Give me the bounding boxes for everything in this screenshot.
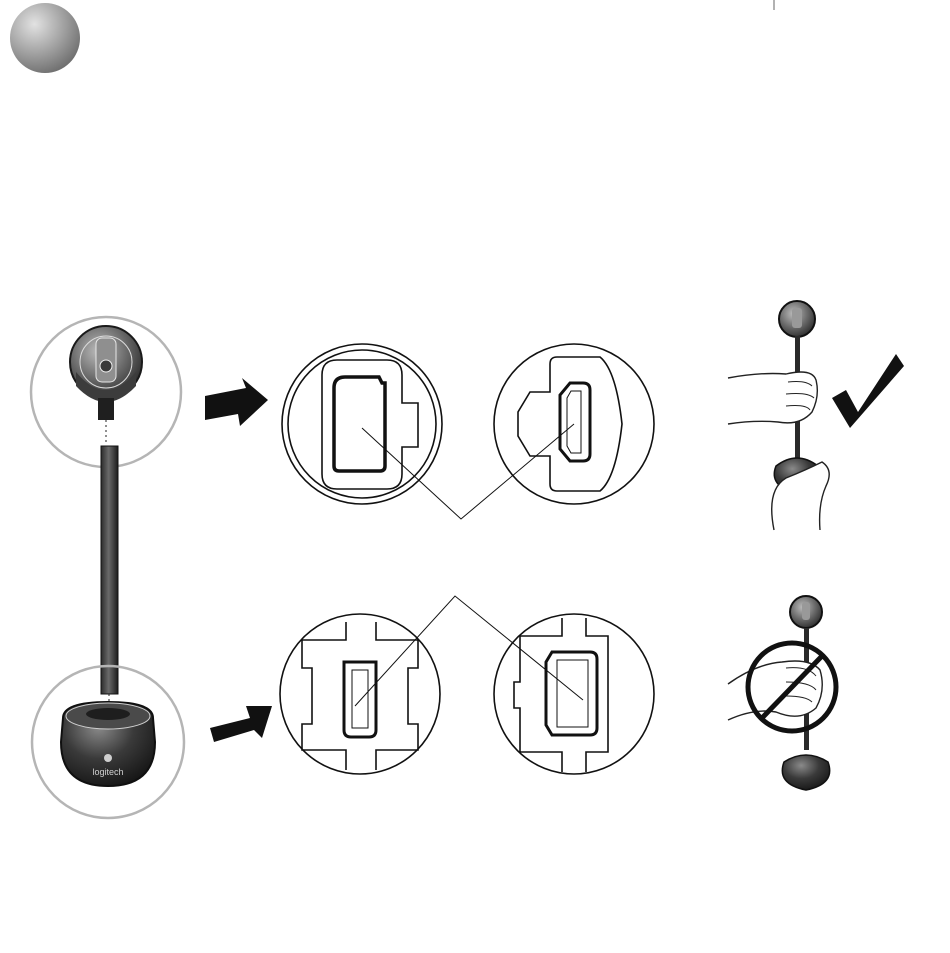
pole-icon xyxy=(101,446,118,694)
webcam-device: logitech xyxy=(31,317,184,818)
arrow-right-icon-bottom xyxy=(210,706,272,742)
checkmark-icon xyxy=(832,354,904,428)
incorrect-handling-illustration xyxy=(728,596,836,790)
stand-base-icon: logitech xyxy=(61,702,155,786)
svg-text:logitech: logitech xyxy=(92,767,123,777)
correct-handling-illustration xyxy=(728,301,904,530)
upper-connector-pair xyxy=(282,344,654,519)
lower-connector-pair xyxy=(280,596,654,774)
step-badge xyxy=(10,3,80,73)
camera-head-icon xyxy=(70,326,142,445)
arrow-right-icon-top xyxy=(205,378,268,426)
